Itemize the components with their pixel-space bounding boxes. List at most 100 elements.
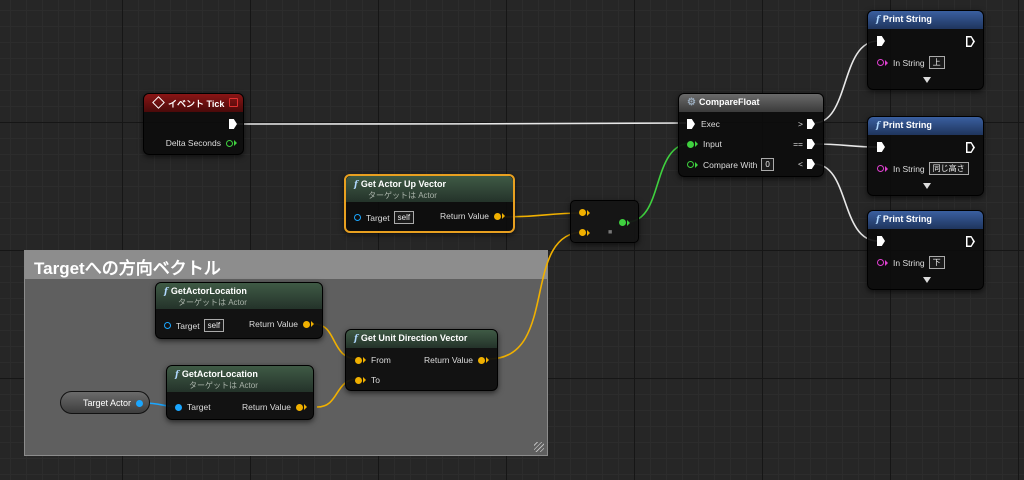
compare-eq-label: == [793,139,803,149]
pin-arrow-icon [363,377,366,383]
print3-in-label: In String [893,257,925,268]
print2-in-value[interactable]: 同じ高さ [928,162,969,175]
dot-output-pin[interactable] [619,219,626,226]
exec-in-pin[interactable] [877,36,885,46]
unit-dir-from-label: From [371,355,391,365]
pin-arrow-icon [885,59,888,66]
event-diamond-icon [152,96,165,109]
compare-with-value[interactable]: 0 [761,158,774,171]
dot-out-row [619,219,630,226]
from-pin[interactable] [355,356,362,364]
function-icon: f [164,287,168,297]
function-icon: f [876,121,880,131]
print1-in-value[interactable]: 上 [928,56,945,69]
event-tick-node[interactable]: イベント Tick Delta Seconds [143,93,244,155]
exec-out-pin[interactable] [229,119,237,129]
compare-eq-row: == [793,139,815,149]
exec-out-pin[interactable] [966,142,975,153]
print3-title: Print String [882,214,932,224]
return-value-pin[interactable] [494,212,501,220]
to-pin[interactable] [355,376,362,384]
get-up-title: Get Actor Up Vector [360,179,447,189]
exec-out-pin[interactable] [966,236,975,247]
compare-float-node[interactable]: ⚙CompareFloat Exec Input Compare With 0 … [678,93,824,177]
exec-greater-pin[interactable] [807,119,815,129]
dot-input-b-pin[interactable] [579,229,586,236]
unit-dir-return-label: Return Value [424,355,473,365]
return-value-pin[interactable] [303,320,310,328]
target-actor-output-pin[interactable] [136,400,143,407]
expand-arrow-icon[interactable] [923,183,931,189]
compare-lt-row: < [798,159,815,169]
delta-seconds-pin[interactable] [226,139,233,147]
in-string-pin[interactable] [877,59,884,66]
dot-a-row [579,209,590,216]
return-value-pin[interactable] [478,356,485,364]
target-actor-label: Target Actor [83,397,132,408]
event-tick-exec-out-row [229,119,237,129]
print3-in-value[interactable]: 下 [928,256,945,269]
get-loc2-target-row: Target [175,402,211,412]
in-string-pin[interactable] [877,259,884,266]
get-loc2-return-label: Return Value [242,402,291,412]
return-value-pin[interactable] [296,403,303,411]
target-pin[interactable] [164,322,171,329]
get-loc1-subtitle: ターゲットは Actor [178,298,247,307]
expand-arrow-icon[interactable] [923,77,931,83]
target-actor-variable-node[interactable]: Target Actor [60,391,150,414]
compare-input-label: Input [703,139,722,149]
comment-title[interactable]: Targetへの方向ベクトル [25,251,547,279]
compare-with-row: Compare With 0 [687,158,774,171]
exec-in-pin[interactable] [687,119,695,129]
compare-with-pin[interactable] [687,161,694,168]
target-pin[interactable] [354,214,361,221]
exec-less-pin[interactable] [807,159,815,169]
pin-arrow-icon [695,141,698,147]
function-icon: f [354,180,358,190]
get-up-return-label: Return Value [440,211,489,221]
exec-out-pin[interactable] [966,36,975,47]
expand-arrow-icon[interactable] [923,277,931,283]
pin-arrow-icon [587,229,590,236]
get-loc2-return-row: Return Value [242,402,307,412]
compare-with-label: Compare With [703,159,758,170]
compare-exec-label: Exec [701,119,720,129]
target-actor-pin-wrap [136,399,143,409]
delta-seconds-row: Delta Seconds [166,138,237,148]
dot-product-node[interactable]: ■ [570,200,639,243]
pin-arrow-icon [502,213,505,219]
macro-gear-icon: ⚙ [687,97,696,108]
in-string-pin[interactable] [877,165,884,172]
exec-in-pin[interactable] [877,236,885,246]
pin-arrow-icon [627,219,630,226]
get-loc1-target-label: Target [176,320,200,331]
get-loc1-target-value[interactable]: self [203,319,225,332]
delegate-pin-icon[interactable] [229,98,238,107]
function-icon: f [354,334,358,344]
get-loc1-title: GetActorLocation [170,286,247,296]
comment-resize-handle[interactable] [534,442,544,452]
exec-wire-tick-compare [235,122,687,125]
dot-input-a-pin[interactable] [579,209,586,216]
dot-symbol: ■ [608,229,613,236]
unit-dir-from-row: From [355,355,391,365]
input-pin[interactable] [687,140,694,148]
get-up-target-value[interactable]: self [393,211,415,224]
target-pin[interactable] [175,403,182,411]
compare-exec-row: Exec [687,119,720,129]
exec-in-pin[interactable] [877,142,885,152]
exec-equal-pin[interactable] [807,139,815,149]
print3-exec-in-row [877,236,885,246]
